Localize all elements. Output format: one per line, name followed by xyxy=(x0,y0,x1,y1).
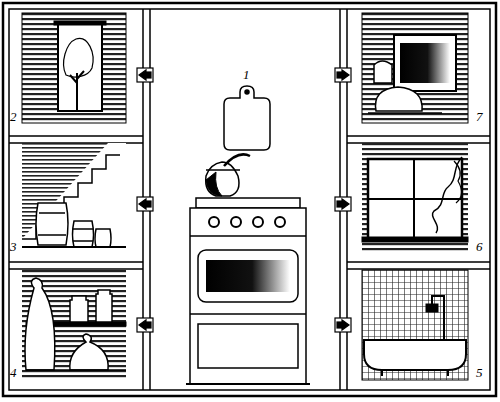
bathroom-panel xyxy=(362,270,468,380)
callout-number: 3 xyxy=(10,240,17,254)
callout-number: 5 xyxy=(476,366,483,380)
arrow-tabs xyxy=(137,68,351,332)
stove xyxy=(186,198,310,384)
callout-number: 6 xyxy=(476,240,483,254)
cutting-board xyxy=(224,86,270,150)
doorway-panel xyxy=(22,13,126,123)
callout-number: 2 xyxy=(10,110,17,124)
storage-panel xyxy=(362,13,468,123)
callout-number: 1 xyxy=(243,68,250,82)
cellar-panel xyxy=(22,143,126,253)
frame xyxy=(3,3,496,396)
callout-number: 4 xyxy=(10,366,17,380)
window-panel xyxy=(362,143,468,253)
pantry-panel xyxy=(22,270,126,380)
pot xyxy=(206,154,250,196)
callout-number: 7 xyxy=(476,110,483,124)
